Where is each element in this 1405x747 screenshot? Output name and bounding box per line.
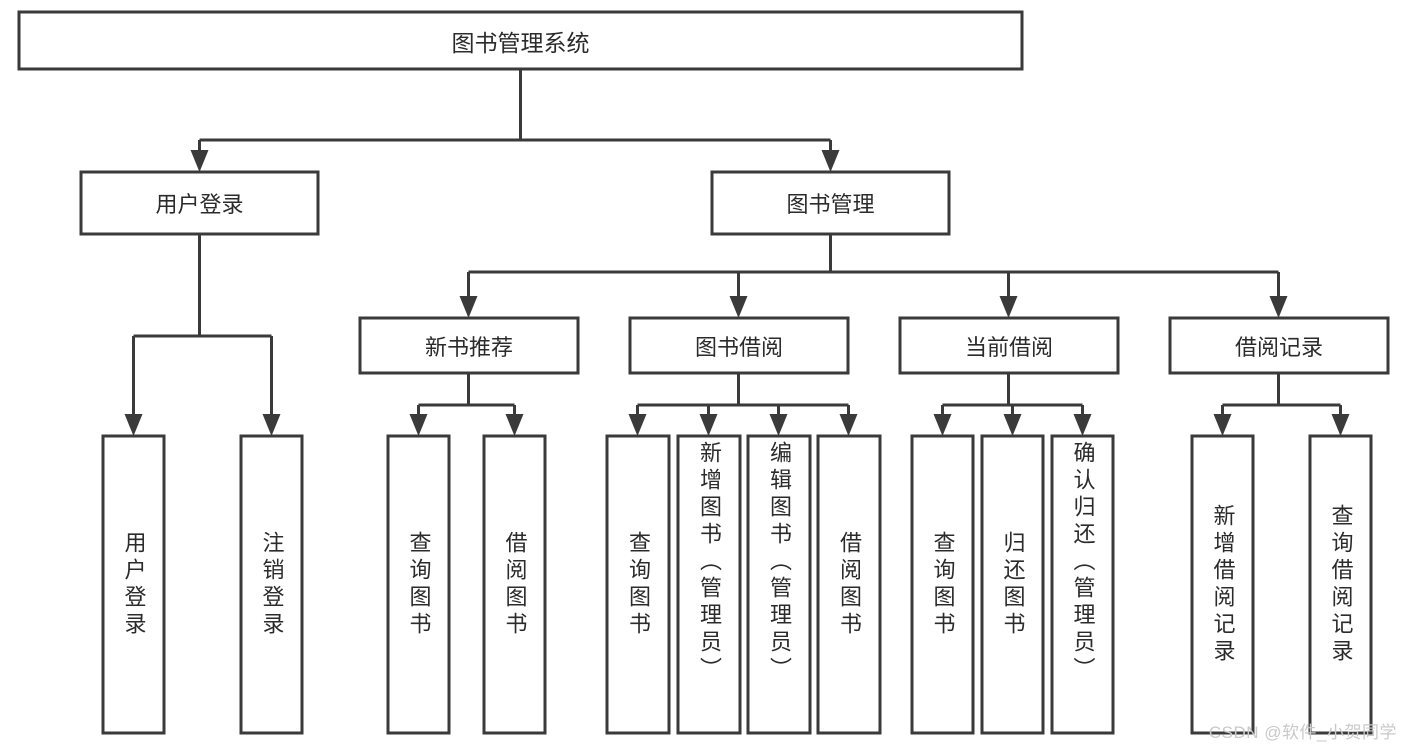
node-box-leaf-query-record[interactable]: [1308, 434, 1373, 735]
arrow-to-leaf-query-book-current: [933, 414, 952, 436]
arrow-to-user-login: [190, 150, 209, 172]
node-box-leaf-query-book-rec[interactable]: [386, 434, 451, 735]
arrow-to-leaf-query-record: [1331, 414, 1350, 436]
arrow-to-leaf-logout: [262, 414, 281, 436]
node-box-current-borrow[interactable]: [898, 316, 1120, 375]
node-box-leaf-logout[interactable]: [239, 434, 304, 735]
connector-group-book-management: [459, 234, 1288, 318]
connector-group-user-login: [124, 234, 281, 436]
arrow-to-leaf-return-book: [1003, 414, 1022, 436]
arrow-to-borrow-record: [1269, 296, 1288, 318]
node-box-leaf-query-book-current[interactable]: [910, 434, 975, 735]
connector-group-current-borrow: [933, 373, 1092, 436]
node-box-leaf-add-book[interactable]: [676, 434, 742, 735]
arrow-to-new-book-recommend: [459, 296, 478, 318]
connector-group-borrow-record: [1213, 373, 1350, 436]
arrow-to-leaf-add-book: [699, 414, 718, 436]
arrow-to-leaf-edit-book: [769, 414, 788, 436]
arrow-to-current-borrow: [999, 296, 1018, 318]
arrow-to-leaf-confirm-return: [1073, 414, 1092, 436]
node-box-leaf-edit-book[interactable]: [746, 434, 812, 735]
arrow-to-book-borrow: [729, 296, 748, 318]
arrow-to-book-management: [821, 150, 840, 172]
node-box-root[interactable]: [17, 10, 1024, 71]
arrow-to-leaf-user-login: [124, 414, 143, 436]
node-box-leaf-add-record[interactable]: [1190, 434, 1255, 735]
node-box-leaf-borrow-book-rec[interactable]: [482, 434, 547, 735]
node-box-leaf-query-book-borrow[interactable]: [605, 434, 671, 735]
arrow-to-leaf-borrow-book-rec: [505, 414, 524, 436]
node-box-book-borrow[interactable]: [628, 316, 850, 375]
node-box-leaf-confirm-return[interactable]: [1050, 434, 1115, 735]
node-box-borrow-record[interactable]: [1168, 316, 1390, 375]
connector-group-root: [190, 69, 840, 172]
node-box-new-book-recommend[interactable]: [358, 316, 580, 375]
connector-group-book-borrow: [628, 373, 858, 436]
arrow-to-leaf-borrow-book: [839, 414, 858, 436]
arrow-to-leaf-add-record: [1213, 414, 1232, 436]
node-box-leaf-return-book[interactable]: [980, 434, 1045, 735]
node-box-leaf-user-login[interactable]: [101, 434, 166, 735]
arrow-to-leaf-query-book-rec: [409, 414, 428, 436]
node-box-leaf-borrow-book[interactable]: [816, 434, 882, 735]
connector-group-new-book-recommend: [409, 373, 524, 436]
arrow-to-leaf-query-book-borrow: [628, 414, 647, 436]
node-box-book-management[interactable]: [710, 170, 951, 236]
node-box-user-login[interactable]: [79, 170, 320, 236]
